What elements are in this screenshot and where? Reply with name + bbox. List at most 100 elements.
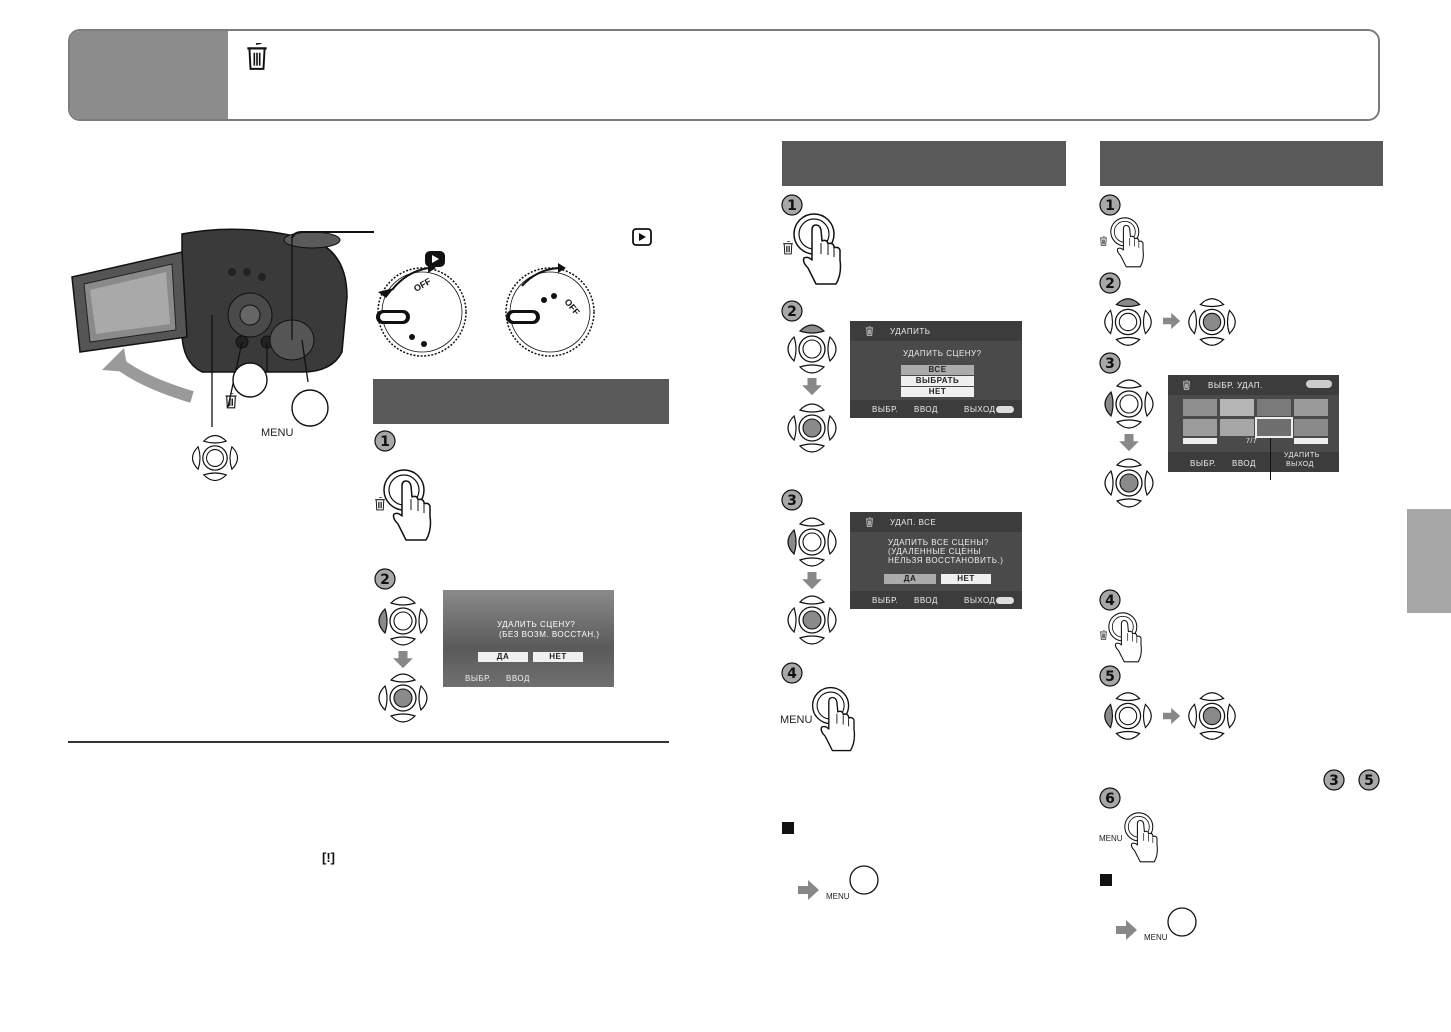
no-option[interactable]: НЕТ (533, 652, 583, 662)
thumbnail[interactable] (1257, 399, 1291, 416)
section-head-single (373, 379, 669, 424)
menu-button-icon[interactable] (1166, 906, 1198, 938)
joystick-center (780, 396, 844, 460)
menu-button-callout (291, 389, 329, 427)
svg-text:2: 2 (787, 304, 797, 320)
step-badge-6: 6 (1099, 787, 1121, 809)
section-head-all (782, 141, 1066, 186)
option-no[interactable]: НЕТ (901, 387, 974, 397)
menu-hand-icon (1122, 810, 1164, 866)
yes-option[interactable]: ДА (478, 652, 528, 662)
delete-all-screen: УДАП. ВСЕ УДАПИТЬ ВСЕ СЦЕНЫ? (УДАЛЕННЫЕ … (850, 512, 1022, 609)
right-arrow-icon (1163, 312, 1181, 330)
warning-icon: [!] (322, 850, 335, 865)
svg-text:1: 1 (1105, 198, 1115, 214)
joystick-left-top (1097, 372, 1161, 436)
screen-title: УДАП. ВСЕ (890, 518, 937, 527)
svg-text:3: 3 (787, 493, 797, 509)
thumbnail[interactable] (1183, 419, 1217, 436)
thumbnail[interactable] (1294, 399, 1328, 416)
header-banner (68, 29, 1380, 121)
footer-select: ВЫБР. (1190, 459, 1217, 468)
option-select[interactable]: ВЫБРАТЬ (901, 376, 974, 386)
footer-select: ВЫБР. (465, 674, 492, 683)
screen-line-3: НЕЛЬЗЯ ВОССТАНОВИТЬ.) (888, 556, 1004, 565)
footer-select: ВЫБР. (872, 596, 899, 605)
svg-text:2: 2 (380, 572, 390, 588)
delete-menu-screen: УДАПИТЬ УДАПИТЬ СЦЕНУ? ВСЕ ВЫБРАТЬ НЕТ В… (850, 321, 1022, 418)
step-badge-2: 2 (1099, 272, 1121, 294)
step-badge-3: 3 (1099, 352, 1121, 374)
screen-line-1: УДАПИТЬ ВСЕ СЦЕНЫ? (888, 538, 989, 547)
menu-label: MENU (826, 892, 850, 901)
step-badge-3: 3 (781, 489, 803, 511)
square-bullet (782, 822, 794, 834)
screen-question: УДАПИТЬ СЦЕНУ? (903, 349, 982, 358)
svg-text:1: 1 (787, 198, 797, 214)
svg-text:6: 6 (1105, 791, 1115, 807)
battery-icon (1306, 380, 1332, 388)
delete-scene-screen: УДАЛИТЬ СЦЕНУ? (БЕЗ ВОЗМ. ВОССТАН.) ДА Н… (443, 590, 614, 687)
thumbnail[interactable] (1220, 399, 1254, 416)
mode-dial-right: OFF (500, 263, 600, 362)
joystick-center (1097, 451, 1161, 515)
menu-label: MENU (1144, 933, 1168, 942)
screen-question: УДАЛИТЬ СЦЕНУ? (497, 620, 576, 629)
footer-select: ВЫБР. (872, 405, 899, 414)
no-option[interactable]: НЕТ (941, 574, 991, 584)
svg-text:4: 4 (1105, 593, 1115, 609)
selected-thumbnail[interactable] (1255, 417, 1293, 438)
joystick-left (371, 589, 435, 653)
screen-title: УДАПИТЬ (890, 327, 931, 336)
right-arrow-icon (1116, 920, 1138, 940)
menu-hand-icon (808, 684, 864, 756)
menu-button-icon[interactable] (848, 864, 880, 896)
svg-text:3: 3 (1329, 773, 1339, 789)
thumbnail[interactable] (1183, 399, 1217, 416)
trash-icon (246, 43, 268, 71)
thumbnail[interactable] (1294, 419, 1328, 436)
option-all[interactable]: ВСЕ (901, 365, 974, 375)
trash-icon (865, 517, 874, 527)
screen-title: ВЫБР. УДАП. (1208, 381, 1263, 390)
divider (68, 741, 669, 743)
step-badge-1: 1 (1099, 194, 1121, 216)
footer-enter: ВВОД (914, 596, 938, 605)
screen-line-2: (УДАЛЕННЫЕ СЦЕНЫ (888, 547, 981, 556)
yes-option[interactable]: ДА (884, 574, 936, 584)
joystick-center (371, 666, 435, 730)
svg-text:5: 5 (1105, 669, 1115, 685)
step-ref-3: 3 (1323, 769, 1345, 791)
step-badge-1: 1 (374, 430, 396, 452)
next-page-button[interactable] (1294, 438, 1328, 444)
joystick-left (1097, 685, 1159, 747)
trash-icon (1099, 236, 1108, 246)
footer-exit: ВЫХОД (1286, 461, 1314, 468)
step-badge-2: 2 (374, 568, 396, 590)
camcorder-illustration (71, 228, 374, 427)
header-tab (70, 31, 228, 119)
section-head-select (1100, 141, 1383, 186)
thumbnail[interactable] (1220, 419, 1254, 436)
step-badge-4: 4 (1099, 589, 1121, 611)
page-indicator: 7/7 (1246, 438, 1258, 445)
svg-text:3: 3 (1105, 356, 1115, 372)
down-arrow-icon (801, 378, 823, 396)
step-badge-2: 2 (781, 300, 803, 322)
menu-label: MENU (1099, 834, 1123, 843)
screen-warning: (БЕЗ ВОЗМ. ВОССТАН.) (499, 630, 600, 639)
delete-hand-icon (1106, 610, 1148, 666)
delete-hand-icon (1108, 215, 1150, 271)
prev-page-button[interactable] (1183, 438, 1217, 444)
footer-enter: ВВОД (914, 405, 938, 414)
step-ref-5: 5 (1358, 769, 1380, 791)
menu-badge-icon (996, 406, 1014, 413)
delete-hand-icon (790, 210, 850, 290)
svg-text:5: 5 (1364, 773, 1374, 789)
right-arrow-icon (798, 880, 820, 900)
step-badge-5: 5 (1099, 665, 1121, 687)
leader-line (1270, 438, 1271, 480)
select-delete-screen: ВЫБР. УДАП. 7/7 ВЫБР. ВВОД УДАПИТЬ ВЫХОД (1168, 375, 1339, 472)
step-badge-4: 4 (781, 662, 803, 684)
mode-dial-left: OFF (376, 263, 472, 362)
